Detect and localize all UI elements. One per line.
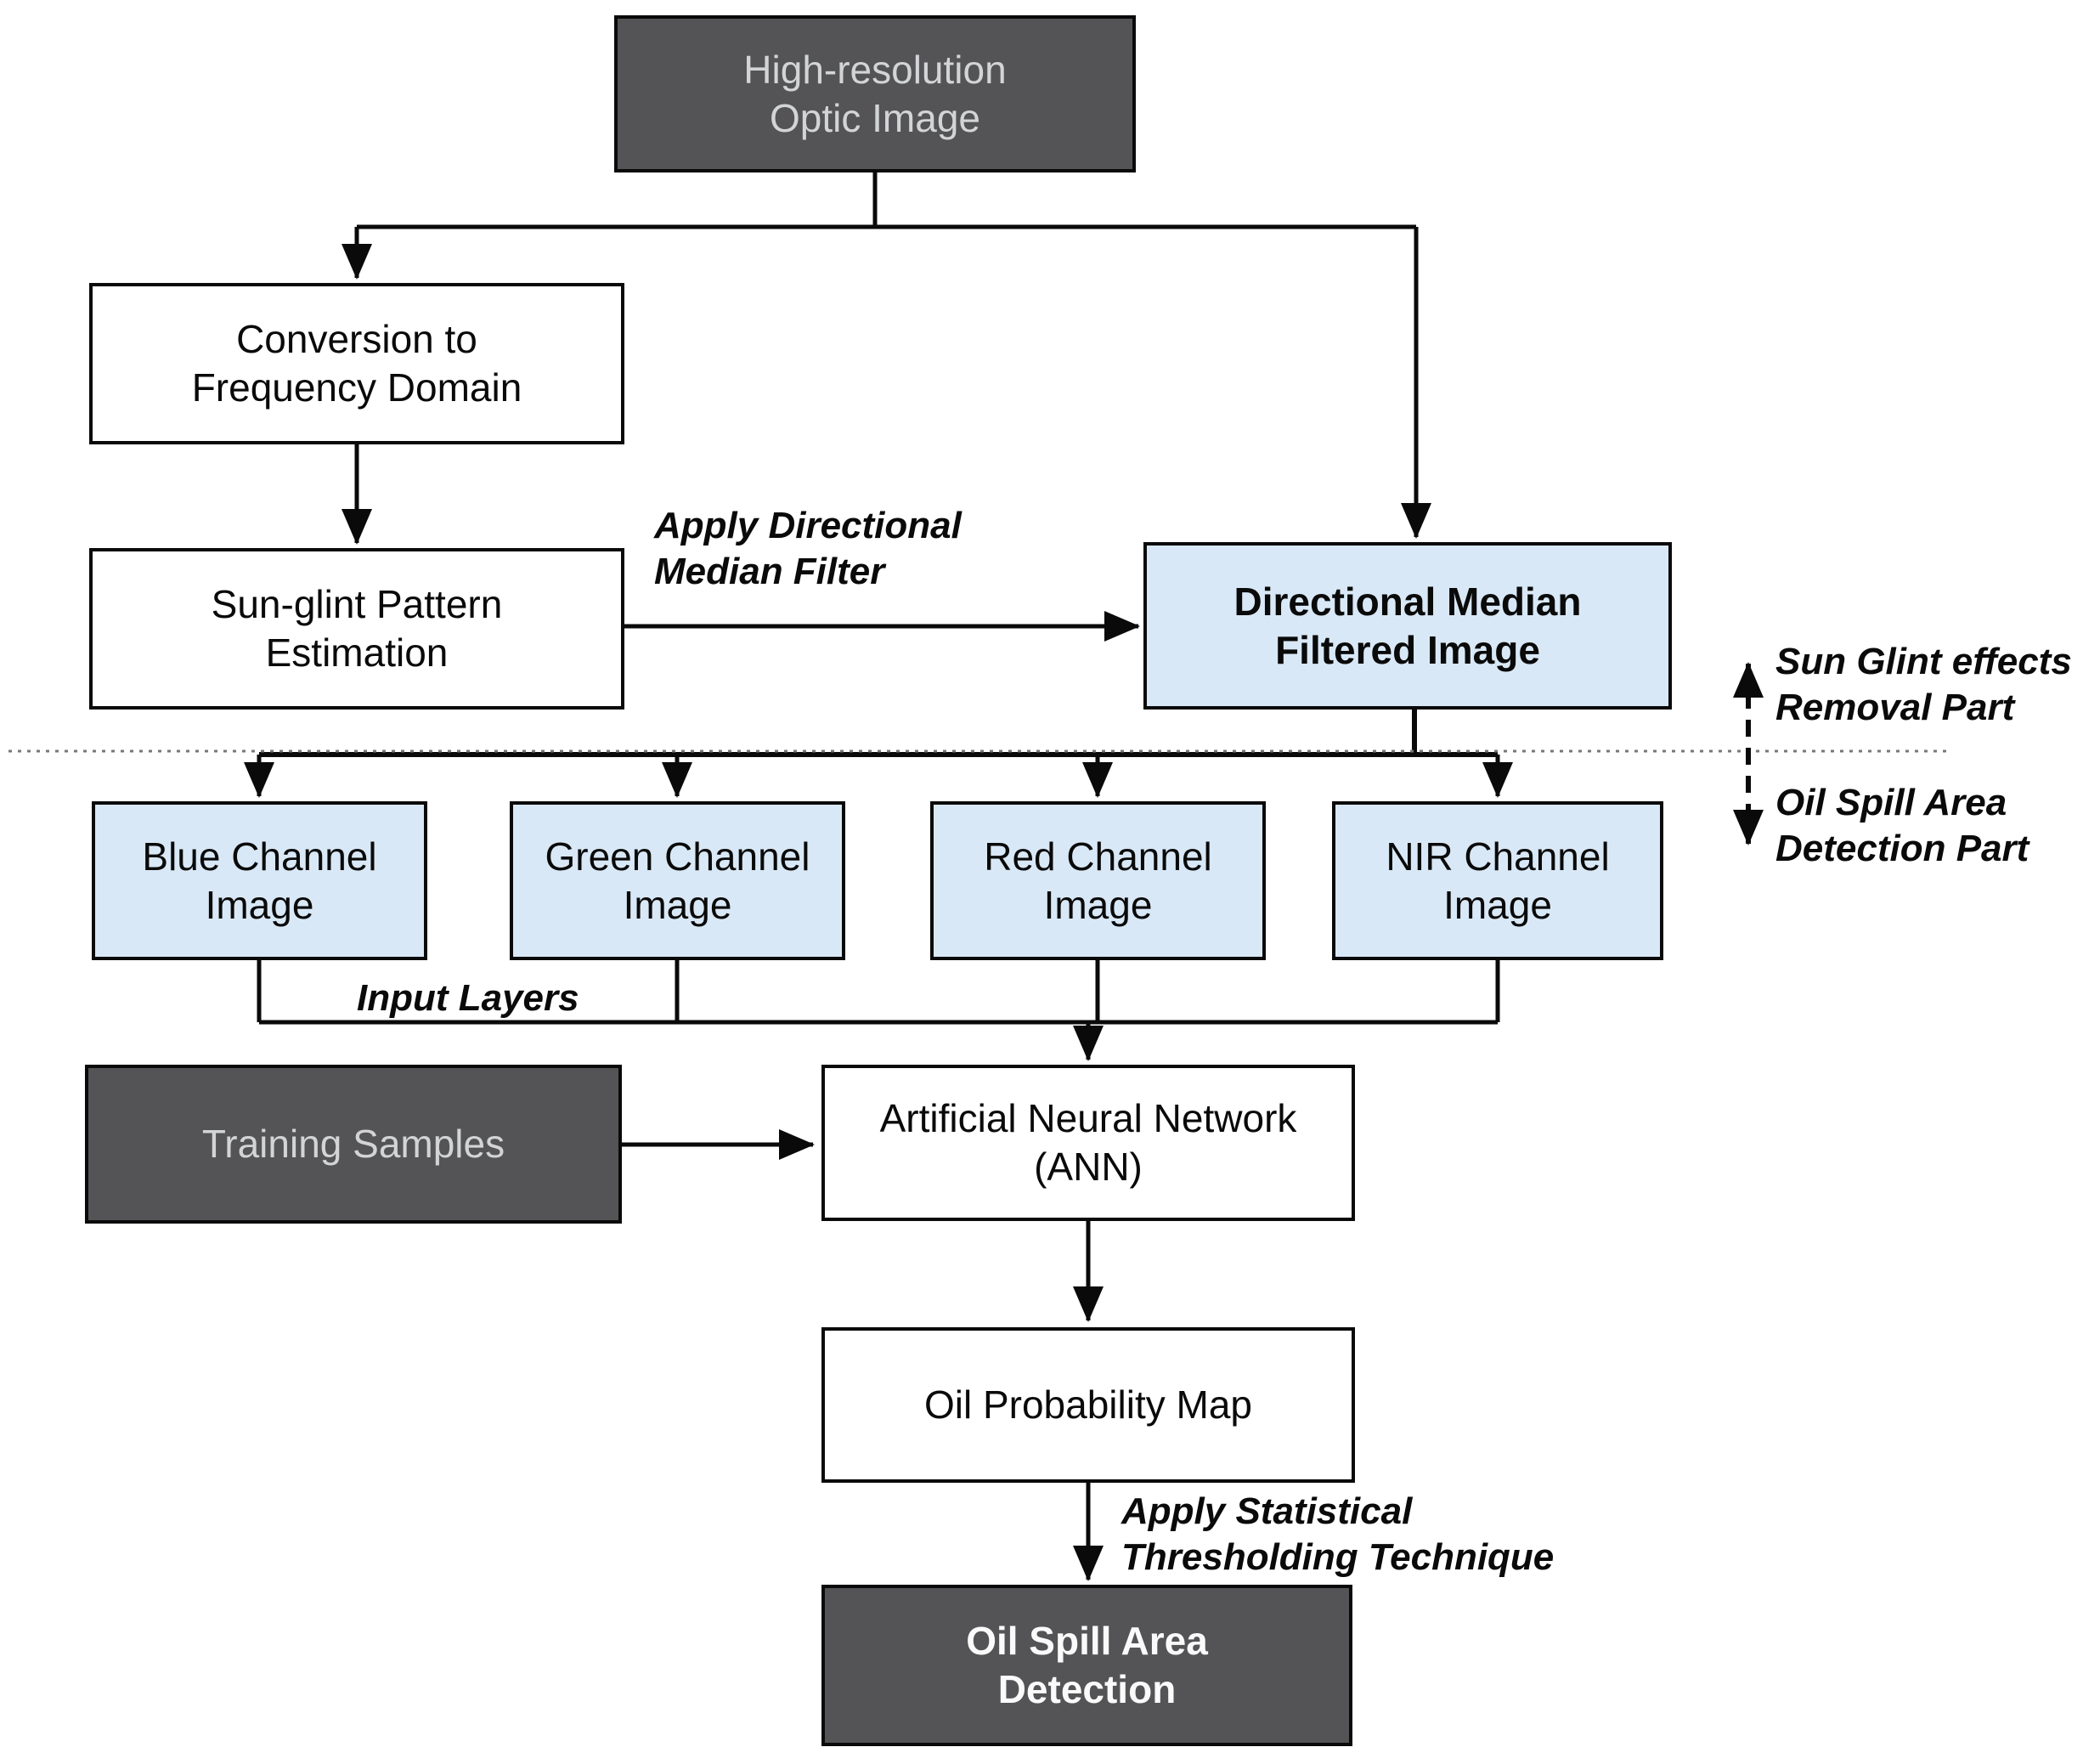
label-line: Apply Directional (654, 505, 962, 546)
node-label-line: Blue Channel (142, 834, 377, 879)
node-label-line: Detection (997, 1667, 1177, 1711)
label-oil-spill-area-detection-part: Oil Spill Area Detection Part (1775, 780, 2029, 872)
node-label-line: Image (623, 882, 732, 927)
node-nir-channel-image: NIR Channel Image (1332, 801, 1663, 960)
node-green-channel-image: Green Channel Image (510, 801, 845, 960)
label-line: Median Filter (654, 551, 885, 592)
node-label-line: Directional Median (1233, 579, 1582, 624)
node-high-resolution-optic-image: High-resolution Optic Image (614, 15, 1136, 172)
node-label-line: Green Channel (545, 834, 810, 879)
node-artificial-neural-network: Artificial Neural Network (ANN) (821, 1065, 1355, 1221)
node-label-line: Frequency Domain (191, 365, 522, 410)
node-conversion-to-frequency-domain: Conversion to Frequency Domain (89, 283, 624, 444)
node-label-line: Image (1443, 882, 1552, 927)
node-blue-channel-image: Blue Channel Image (92, 801, 427, 960)
label-apply-directional-median-filter: Apply Directional Median Filter (654, 503, 962, 595)
node-label-line: Red Channel (984, 834, 1212, 879)
node-oil-spill-area-detection: Oil Spill Area Detection (821, 1585, 1352, 1746)
label-line: Apply Statistical (1121, 1490, 1413, 1532)
node-label-line: Artificial Neural Network (879, 1096, 1297, 1140)
node-label-line: High-resolution (743, 47, 1007, 92)
node-training-samples: Training Samples (85, 1065, 622, 1224)
label-line: Input Layers (357, 977, 579, 1019)
node-label-line: Image (205, 882, 314, 927)
node-label-line: Oil Spill Area (966, 1619, 1208, 1663)
label-input-layers: Input Layers (357, 975, 579, 1021)
label-line: Sun Glint effects (1775, 641, 2072, 682)
label-sun-glint-effects-removal-part: Sun Glint effects Removal Part (1775, 639, 2072, 731)
node-label-line: Conversion to (236, 317, 477, 361)
node-label-line: NIR Channel (1386, 834, 1610, 879)
node-red-channel-image: Red Channel Image (930, 801, 1266, 960)
node-label-line: Image (1043, 882, 1153, 927)
label-apply-statistical-thresholding: Apply Statistical Thresholding Technique (1121, 1489, 1554, 1580)
node-label-line: Optic Image (770, 95, 980, 140)
node-label-line: Training Samples (201, 1122, 505, 1166)
label-line: Removal Part (1775, 687, 2015, 728)
node-label-line: Oil Probability Map (923, 1382, 1253, 1427)
node-oil-probability-map: Oil Probability Map (821, 1327, 1355, 1483)
node-label-line: (ANN) (1034, 1145, 1143, 1189)
node-directional-median-filtered-image: Directional Median Filtered Image (1143, 542, 1672, 710)
label-line: Thresholding Technique (1121, 1536, 1555, 1578)
label-line: Detection Part (1775, 828, 2029, 869)
label-line: Oil Spill Area (1775, 782, 2007, 823)
node-sun-glint-pattern-estimation: Sun-glint Pattern Estimation (89, 548, 624, 710)
node-label-line: Sun-glint Pattern (211, 582, 503, 626)
node-label-line: Estimation (265, 630, 449, 675)
node-label-line: Filtered Image (1275, 627, 1540, 672)
